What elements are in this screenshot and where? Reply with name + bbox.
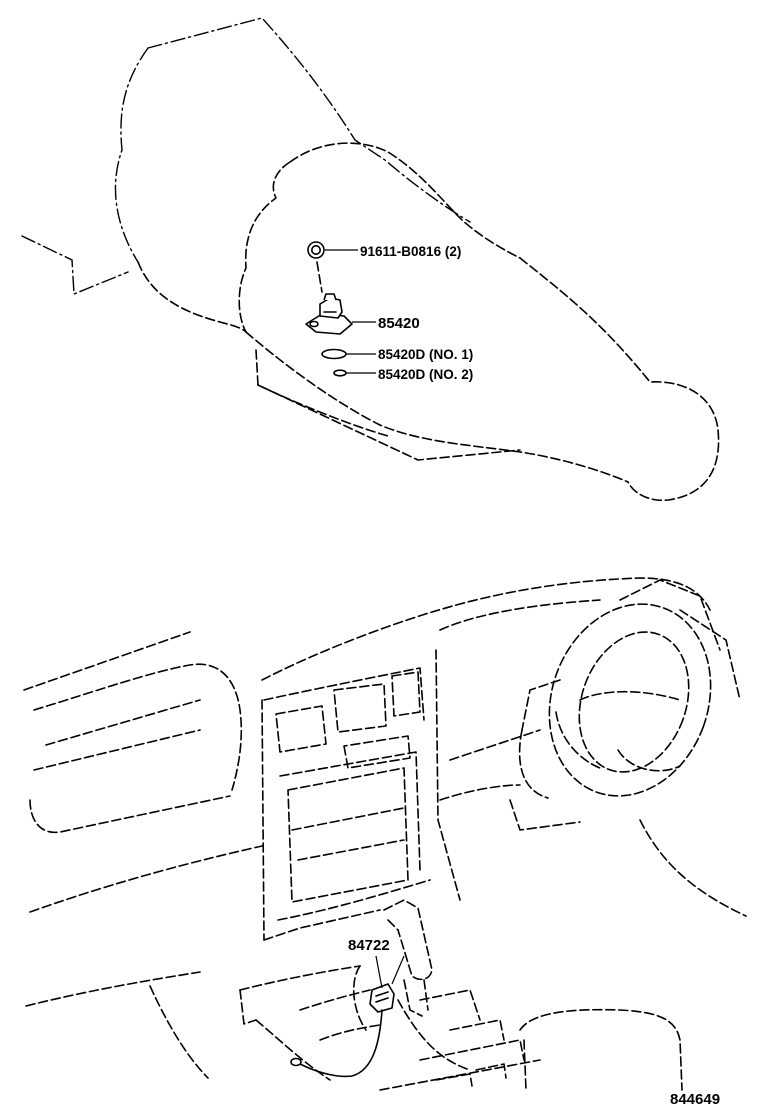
callout-sensor: 85420 <box>378 315 420 332</box>
speed-sensor-icon <box>305 293 353 335</box>
center-console-outline <box>239 965 683 1091</box>
connector-leader-1 <box>375 955 383 989</box>
callout-oring-1: 85420D (NO. 1) <box>378 347 473 362</box>
callout-oring-2: 85420D (NO. 2) <box>378 367 473 382</box>
callout-bolt: 91611-B0816 (2) <box>360 244 461 259</box>
callout-connector: 84722 <box>348 937 390 954</box>
bolt-icon <box>307 241 325 259</box>
wire-harness <box>299 1009 383 1078</box>
figure-number: 844649 <box>670 1091 720 1108</box>
bolt-guide-line <box>316 261 323 293</box>
oring-no1-icon <box>321 348 347 360</box>
oring-no2-icon <box>333 369 347 377</box>
transmission-outline <box>21 17 720 502</box>
dashboard-outline <box>23 577 747 1079</box>
harness-clip-icon <box>290 1057 302 1067</box>
connector-leader-2 <box>391 955 405 985</box>
steering-wheel-icon <box>518 603 712 799</box>
connector-icon <box>369 983 395 1013</box>
shift-lever-icon <box>383 899 433 1017</box>
